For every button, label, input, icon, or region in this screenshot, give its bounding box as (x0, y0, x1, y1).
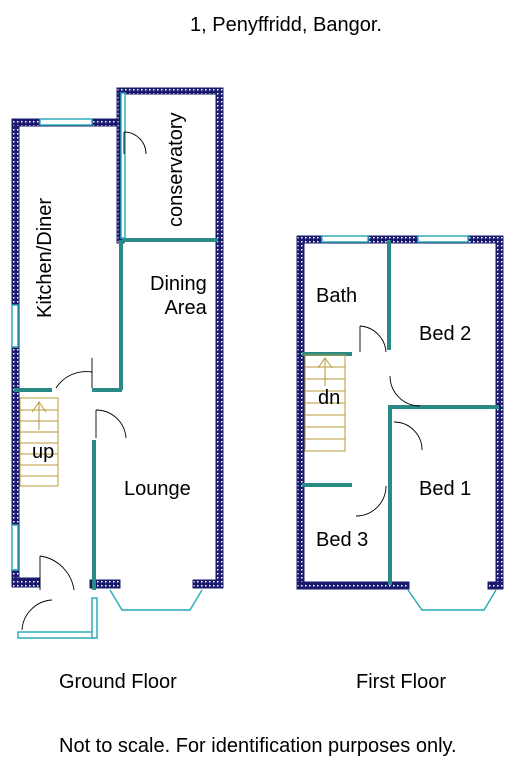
first-floor-plan (296, 235, 504, 611)
bed1-bay-window (407, 589, 497, 611)
kitchen-label: Kitchen/Diner (34, 197, 56, 318)
kitchen-window (39, 118, 93, 126)
bed3-north-wall (302, 483, 352, 487)
first-east-wall (495, 235, 504, 590)
first-south-wall-right (487, 581, 504, 590)
ground-stairs-label: up (32, 441, 55, 463)
bath-window (321, 235, 369, 243)
ground-west-wall (11, 118, 20, 588)
bed2-bed1-wall (391, 405, 499, 409)
first-stairs (304, 354, 346, 452)
conservatory-dining-wall (122, 238, 218, 242)
conservatory-door-arc (123, 131, 147, 155)
conservatory-north-wall (116, 87, 224, 95)
stair-landing-wall (92, 388, 122, 392)
disclaimer-text: Not to scale. For identification purpose… (59, 735, 457, 757)
address-title: 1, Penyffridd, Bangor. (190, 14, 382, 36)
bed3-label: Bed 3 (316, 529, 369, 551)
kitchen-dining-wall (119, 240, 123, 390)
bed2-window (417, 235, 469, 243)
ground-south-wall-right (192, 579, 224, 589)
kitchen-stair-wall (14, 388, 52, 392)
ground-floor-plan (11, 87, 224, 639)
dining-area-label: Dining Area (150, 273, 207, 319)
conservatory-label: conservatory (165, 112, 187, 228)
bath-bed2-wall (387, 240, 391, 350)
bath-south-wall (302, 352, 352, 356)
first-stairs-label: dn (318, 387, 341, 409)
bed3-door-arc (355, 485, 387, 517)
hall-side-window (11, 524, 19, 571)
bath-door-arc (359, 325, 387, 353)
lounge-west-wall (92, 440, 96, 590)
lounge-label: Lounge (124, 478, 191, 500)
bed1-west-wall (388, 405, 392, 585)
bath-label: Bath (316, 285, 358, 307)
ground-south-wall-mid (89, 579, 121, 589)
conservatory-glazing-west (120, 92, 126, 239)
lounge-bay-window (109, 589, 203, 611)
front-door-arc (39, 555, 75, 591)
bed1-label: Bed 1 (419, 478, 472, 500)
porch-door-arc (21, 599, 53, 631)
kitchen-side-window (11, 304, 19, 348)
kitchen-door-arc (55, 371, 93, 389)
first-floor-caption: First Floor (356, 671, 446, 693)
porch-side-window (91, 597, 98, 639)
ground-east-wall (215, 87, 224, 589)
ground-floor-caption: Ground Floor (59, 671, 177, 693)
lounge-door-arc (95, 409, 127, 439)
ground-stairs (19, 397, 59, 487)
first-south-wall-left (296, 581, 410, 590)
porch-window (17, 631, 97, 639)
bed2-label: Bed 2 (419, 323, 472, 345)
bed2-door-arc (389, 375, 421, 407)
ground-south-wall-left (11, 577, 41, 588)
bed1-door-arc (393, 421, 423, 451)
first-west-wall (296, 235, 305, 590)
